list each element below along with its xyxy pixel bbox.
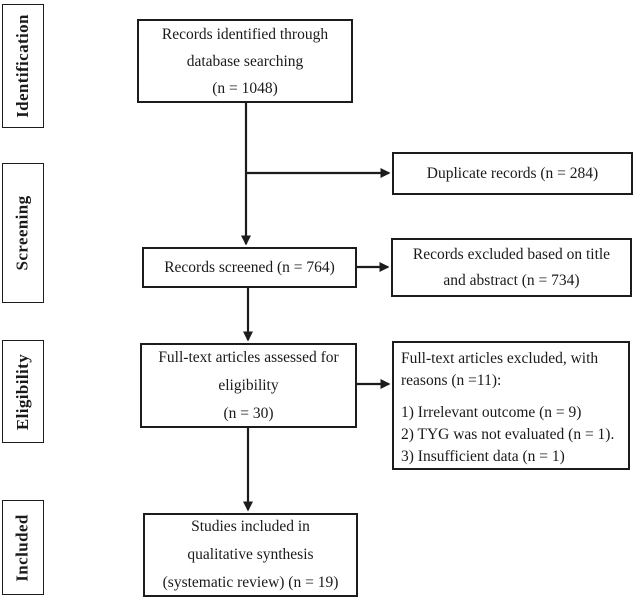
stage-box-eligibility: Eligibility [2, 340, 44, 443]
fulltext-excluded-header: Full-text articles excluded, with reason… [401, 350, 599, 389]
stage-label-screening: Screening [13, 195, 32, 271]
stage-label-identification: Identification [13, 14, 33, 118]
stage-box-identification: Identification [2, 4, 44, 128]
stage-box-screening: Screening [2, 163, 44, 303]
stage-label-eligibility: Eligibility [13, 353, 33, 430]
box-records-identified: Records identified through database sear… [137, 19, 353, 103]
box-records-screened: Records screened (n = 764) [142, 247, 357, 288]
box-fulltext-excluded: Full-text articles excluded, with reason… [392, 341, 630, 470]
box-studies-included: Studies included in qualitative synthesi… [143, 513, 358, 597]
stage-box-included: Included [2, 500, 44, 595]
stage-label-included: Included [13, 513, 33, 582]
box-fulltext-assessed: Full-text articles assessed for eligibil… [140, 343, 357, 428]
box-duplicate-records: Duplicate records (n = 284) [392, 152, 633, 195]
fulltext-excluded-reasons: 1) Irrelevant outcome (n = 9) 2) TYG was… [401, 404, 615, 465]
box-records-excluded-title-abstract: Records excluded based on title and abst… [391, 238, 632, 297]
